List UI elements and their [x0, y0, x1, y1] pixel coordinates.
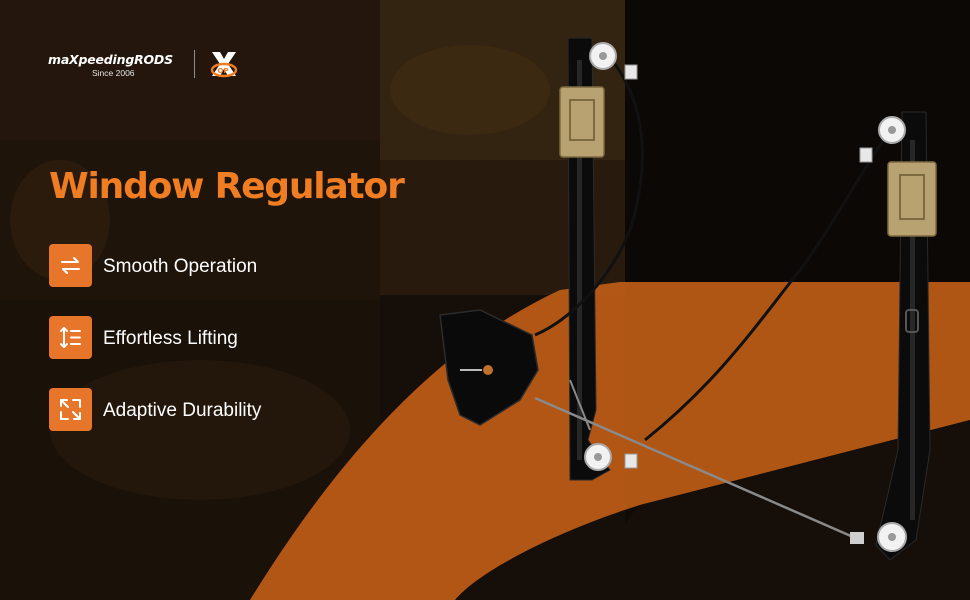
expand-diagonal-icon — [49, 388, 92, 431]
feature-effortless-lifting: Effortless Lifting — [49, 316, 349, 360]
feature-label: Smooth Operation — [103, 256, 258, 277]
xp-x-logo-icon: OP — [210, 52, 238, 78]
brand-name: maXpeedingRODS — [48, 52, 173, 67]
brand-since: Since 2006 — [92, 68, 135, 78]
brand-header: maXpeedingRODS Since 2006 OP — [48, 44, 248, 84]
feature-smooth-operation: Smooth Operation — [49, 244, 349, 288]
page-title: Window Regulator — [49, 166, 405, 207]
feature-label: Adaptive Durability — [103, 400, 262, 421]
brand-divider — [194, 50, 195, 78]
vertical-arrows-lines-icon — [49, 316, 92, 359]
svg-text:OP: OP — [218, 67, 229, 75]
swap-arrows-icon — [49, 244, 92, 287]
feature-adaptive-durability: Adaptive Durability — [49, 388, 349, 432]
feature-label: Effortless Lifting — [103, 328, 238, 349]
window-regulator-image — [439, 37, 937, 561]
